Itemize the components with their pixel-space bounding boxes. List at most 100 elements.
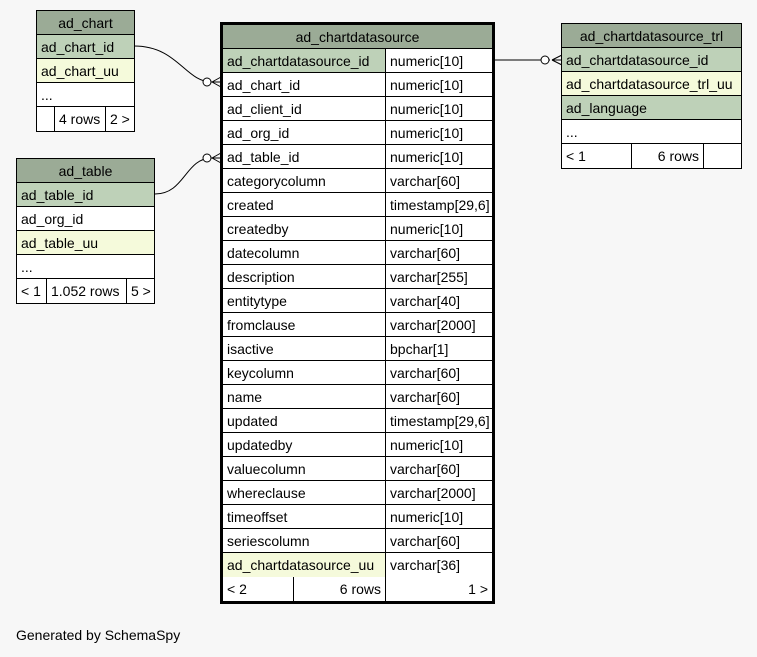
footer-next[interactable]: 5 > [126,279,154,303]
footer-rows: 4 rows [54,107,105,131]
column-name: description [223,265,385,288]
link-ad-chart [133,45,213,83]
column-ad-chartdatasource-trl-uu: ad_chartdatasource_trl_uu [562,72,741,95]
footer-prev[interactable]: < 1 [17,279,46,303]
column-name: isactive [223,337,385,360]
column-type: numeric[10] [385,145,492,168]
footer-rows: 1.052 rows [46,279,126,303]
column-name: timeoffset [223,505,385,528]
table-title[interactable]: ad_chartdatasource [223,25,492,48]
column-name: keycolumn [223,361,385,384]
column-type: varchar[255] [385,265,492,288]
column-more: ... [562,120,741,143]
link-ad-table [154,157,213,195]
table-ad-chartdatasource-trl[interactable]: ad_chartdatasource_trl ad_chartdatasourc… [561,23,742,169]
column-name: seriescolumn [223,529,385,552]
column-more: ... [37,83,134,106]
column-type: numeric[10] [385,49,492,72]
column-name: name [223,385,385,408]
link-trl-circle [540,55,550,65]
column-name: updated [223,409,385,432]
footer-prev[interactable]: < 2 [223,577,293,601]
column-name: ad_org_id [223,121,385,144]
column-type: timestamp[29,6] [385,193,492,216]
column-name: ad_chart_id [223,73,385,96]
column-name: categorycolumn [223,169,385,192]
generated-by-text: Generated by SchemaSpy [16,627,181,643]
table-ad-chartdatasource[interactable]: ad_chartdatasource ad_chartdatasource_id… [220,22,495,604]
column-name: ad_chartdatasource_id [223,49,385,72]
column-name: entitytype [223,289,385,312]
column-name: valuecolumn [223,457,385,480]
table-title[interactable]: ad_chartdatasource_trl [562,24,741,47]
column-name: ad_chartdatasource_uu [223,553,385,577]
column-type: varchar[60] [385,241,492,264]
column-type: numeric[10] [385,121,492,144]
column-type: numeric[10] [385,73,492,96]
column-ad-org-id: ad_org_id [17,207,154,230]
table-ad-chart[interactable]: ad_chart ad_chart_id ad_chart_uu ... 4 r… [36,10,135,132]
table-ad-table[interactable]: ad_table ad_table_id ad_org_id ad_table_… [16,158,155,304]
column-name: whereclause [223,481,385,504]
footer-next [703,144,741,168]
column-type: varchar[40] [385,289,492,312]
column-type: varchar[36] [385,553,492,577]
column-type: timestamp[29,6] [385,409,492,432]
link-ad-table-circle [202,153,212,163]
footer-next[interactable]: 1 > [385,577,492,601]
footer-rows: 6 rows [631,144,703,168]
column-type: varchar[2000] [385,313,492,336]
column-type: varchar[60] [385,385,492,408]
link-ad-chart-circle [202,77,212,87]
footer-next[interactable]: 2 > [105,107,134,131]
column-name: fromclause [223,313,385,336]
column-ad-chart-uu: ad_chart_uu [37,59,134,82]
column-type: numeric[10] [385,217,492,240]
footer-prev [37,107,54,131]
column-type: numeric[10] [385,505,492,528]
column-ad-table-id: ad_table_id [17,183,154,206]
footer-prev[interactable]: < 1 [562,144,631,168]
column-type: numeric[10] [385,97,492,120]
column-type: varchar[60] [385,361,492,384]
column-name: ad_client_id [223,97,385,120]
column-name: ad_table_id [223,145,385,168]
column-ad-table-uu: ad_table_uu [17,231,154,254]
footer-rows: 6 rows [293,577,385,601]
column-name: datecolumn [223,241,385,264]
column-type: numeric[10] [385,433,492,456]
column-more: ... [17,255,154,278]
column-type: varchar[60] [385,169,492,192]
column-type: varchar[2000] [385,481,492,504]
column-ad-chart-id: ad_chart_id [37,35,134,58]
column-ad-chartdatasource-id: ad_chartdatasource_id [562,48,741,71]
column-name: createdby [223,217,385,240]
column-type: varchar[60] [385,457,492,480]
table-title[interactable]: ad_chart [37,11,134,34]
column-name: created [223,193,385,216]
table-title[interactable]: ad_table [17,159,154,182]
column-ad-language: ad_language [562,96,741,119]
column-name: updatedby [223,433,385,456]
column-type: bpchar[1] [385,337,492,360]
